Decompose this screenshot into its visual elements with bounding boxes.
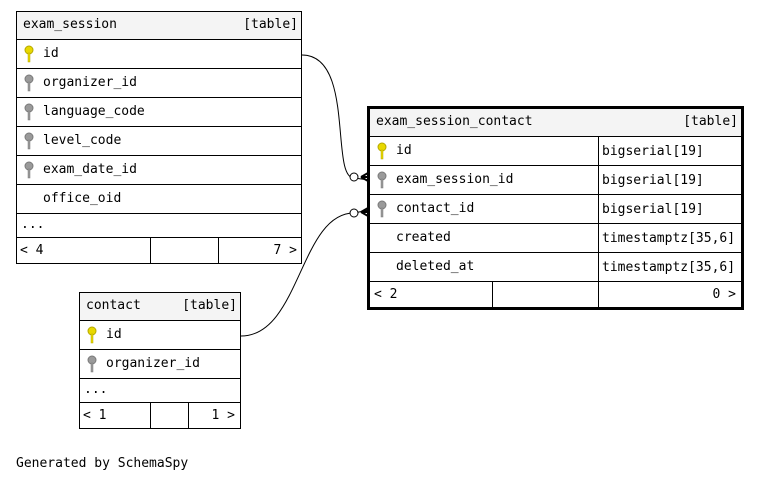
parents-count[interactable]: < 1 xyxy=(83,408,107,423)
column-name: id xyxy=(396,143,412,158)
table-header: exam_session [table] xyxy=(17,12,301,40)
table-footer: < 2 0 > xyxy=(370,282,741,307)
foreign-key-icon xyxy=(24,103,34,121)
table-footer: < 1 1 > xyxy=(80,403,240,428)
more-columns-row[interactable]: ... xyxy=(17,214,301,238)
footer-spacer xyxy=(150,403,188,428)
table-kind: [table] xyxy=(683,114,738,129)
column-name: id xyxy=(106,327,122,342)
foreign-key-icon xyxy=(87,355,97,373)
column-row[interactable]: id xyxy=(80,321,240,350)
column-row[interactable]: organizer_id xyxy=(80,350,240,379)
table-footer: < 4 7 > xyxy=(17,238,301,263)
table-header: exam_session_contact [table] xyxy=(370,109,741,137)
column-type: bigserial[19] xyxy=(598,137,741,165)
primary-key-icon xyxy=(377,142,387,160)
column-row[interactable]: language_code xyxy=(17,98,301,127)
relation-end-circle xyxy=(349,172,359,182)
relation-crowfoot xyxy=(360,172,369,182)
more-columns-ellipsis: ... xyxy=(84,382,108,397)
children-count[interactable]: 7 > xyxy=(218,238,301,263)
column-row[interactable]: id bigserial[19] xyxy=(370,137,741,166)
footer-spacer xyxy=(150,238,218,263)
foreign-key-icon xyxy=(24,74,34,92)
column-name: office_oid xyxy=(43,191,122,206)
column-name: deleted_at xyxy=(396,259,475,274)
relation-end-circle xyxy=(349,208,359,218)
children-count[interactable]: 1 > xyxy=(188,403,240,428)
column-row[interactable]: organizer_id xyxy=(17,69,301,98)
column-type: timestamptz[35,6] xyxy=(598,224,741,252)
column-name: organizer_id xyxy=(43,75,137,90)
column-name: created xyxy=(396,230,451,245)
column-name: exam_session_id xyxy=(396,172,514,187)
column-type: bigserial[19] xyxy=(598,195,741,223)
relation-crowfoot xyxy=(360,207,369,217)
table-name: exam_session xyxy=(23,17,117,32)
more-columns-ellipsis: ... xyxy=(21,217,45,232)
column-row[interactable]: level_code xyxy=(17,127,301,156)
column-row[interactable]: exam_session_id bigserial[19] xyxy=(370,166,741,195)
column-type: timestamptz[35,6] xyxy=(598,253,741,281)
relation-exam-session-to-contact xyxy=(301,54,370,181)
foreign-key-icon xyxy=(24,132,34,150)
column-name: exam_date_id xyxy=(43,162,137,177)
more-columns-row[interactable]: ... xyxy=(80,379,240,403)
foreign-key-icon xyxy=(377,171,387,189)
column-row[interactable]: exam_date_id xyxy=(17,156,301,185)
column-name: organizer_id xyxy=(106,356,200,371)
relation-contact-to-session-contact xyxy=(240,209,370,337)
parents-count[interactable]: < 4 xyxy=(20,243,44,258)
children-count[interactable]: 0 > xyxy=(598,282,741,307)
column-name: language_code xyxy=(43,104,145,119)
column-row[interactable]: office_oid xyxy=(17,185,301,214)
primary-key-icon xyxy=(87,326,97,344)
table-name: exam_session_contact xyxy=(376,114,533,129)
column-row[interactable]: id xyxy=(17,40,301,69)
table-name: contact xyxy=(86,298,141,313)
table-exam-session-contact[interactable]: exam_session_contact [table] id bigseria… xyxy=(367,106,744,310)
foreign-key-icon xyxy=(24,161,34,179)
table-exam-session[interactable]: exam_session [table] id organizer_id lan… xyxy=(16,11,302,264)
generated-by-label: Generated by SchemaSpy xyxy=(16,456,189,471)
column-name: contact_id xyxy=(396,201,475,216)
primary-key-icon xyxy=(24,45,34,63)
table-contact[interactable]: contact [table] id organizer_id ... < 1 … xyxy=(79,292,241,429)
column-row[interactable]: created timestamptz[35,6] xyxy=(370,224,741,253)
column-row[interactable]: contact_id bigserial[19] xyxy=(370,195,741,224)
column-type: bigserial[19] xyxy=(598,166,741,194)
column-name: id xyxy=(43,46,59,61)
table-header: contact [table] xyxy=(80,293,240,321)
footer-spacer xyxy=(492,282,598,307)
foreign-key-icon xyxy=(377,200,387,218)
parents-count[interactable]: < 2 xyxy=(374,287,398,302)
table-kind: [table] xyxy=(243,17,298,32)
column-row[interactable]: deleted_at timestamptz[35,6] xyxy=(370,253,741,282)
column-name: level_code xyxy=(43,133,122,148)
table-kind: [table] xyxy=(182,298,237,313)
